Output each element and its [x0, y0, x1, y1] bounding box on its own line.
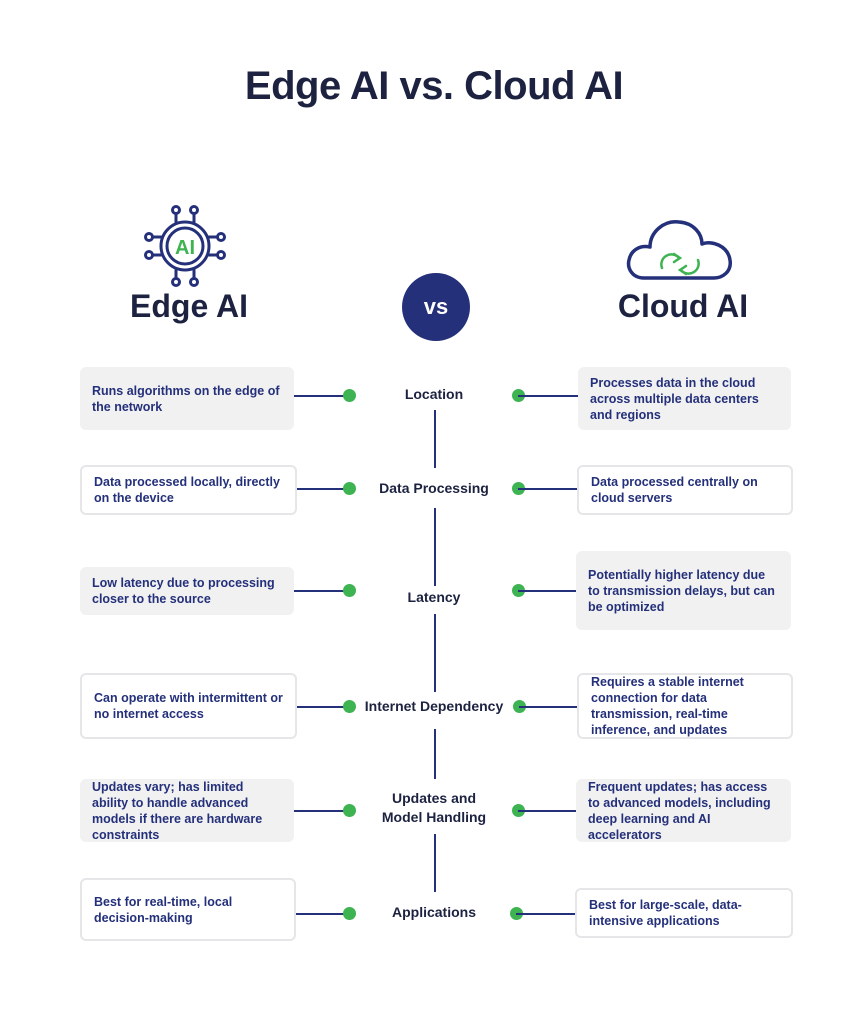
connector-line	[518, 395, 578, 397]
connector-line	[519, 706, 577, 708]
connector-line	[294, 810, 350, 812]
vs-badge: vs	[402, 273, 470, 341]
cloud-sync-icon	[624, 210, 736, 284]
category-location: Location	[404, 386, 464, 402]
edge-location-box: Runs algorithms on the edge of the netwo…	[80, 367, 294, 430]
ai-chip-text: AI	[175, 237, 195, 259]
connector-line	[434, 508, 436, 586]
cloud-ai-heading: Cloud AI	[617, 288, 749, 324]
connector-line	[518, 590, 576, 592]
cloud-latency-box: Potentially higher latency due to transm…	[576, 551, 791, 630]
cloud-data-processing-box: Data processed centrally on cloud server…	[577, 465, 793, 515]
edge-applications-box: Best for real-time, local decision-makin…	[80, 878, 296, 941]
category-latency: Latency	[407, 589, 461, 605]
connector-line	[434, 729, 436, 779]
ai-chip-icon: AI	[140, 204, 230, 290]
connector-line	[518, 488, 578, 490]
category-data-processing: Data Processing	[379, 480, 489, 496]
connector-line	[294, 395, 350, 397]
category-internet-dependency: Internet Dependency	[364, 698, 504, 714]
connector-line	[518, 810, 576, 812]
cloud-updates-box: Frequent updates; has access to advanced…	[576, 779, 791, 842]
connector-line	[434, 410, 436, 468]
connector-line	[434, 614, 436, 692]
connector-line	[297, 706, 350, 708]
cloud-internet-dependency-box: Requires a stable internet connection fo…	[577, 673, 793, 739]
edge-updates-box: Updates vary; has limited ability to han…	[80, 779, 294, 842]
connector-line	[294, 590, 350, 592]
connector-line	[297, 488, 350, 490]
connector-dot	[343, 482, 356, 495]
edge-ai-heading: Edge AI	[130, 288, 248, 324]
connector-dot	[343, 700, 356, 713]
category-updates-model-handling: Updates and Model Handling	[381, 790, 487, 825]
connector-dot	[343, 804, 356, 817]
connector-line	[516, 913, 575, 915]
connector-dot	[343, 389, 356, 402]
connector-line	[434, 834, 436, 892]
connector-line	[296, 913, 350, 915]
connector-dot	[343, 907, 356, 920]
cloud-applications-box: Best for large-scale, data-intensive app…	[575, 888, 793, 938]
edge-latency-box: Low latency due to processing closer to …	[80, 567, 294, 615]
connector-dot	[343, 584, 356, 597]
category-applications: Applications	[391, 904, 476, 920]
cloud-location-box: Processes data in the cloud across multi…	[578, 367, 791, 430]
edge-internet-dependency-box: Can operate with intermittent or no inte…	[80, 673, 297, 739]
edge-data-processing-box: Data processed locally, directly on the …	[80, 465, 297, 515]
page-title: Edge AI vs. Cloud AI	[244, 64, 624, 108]
